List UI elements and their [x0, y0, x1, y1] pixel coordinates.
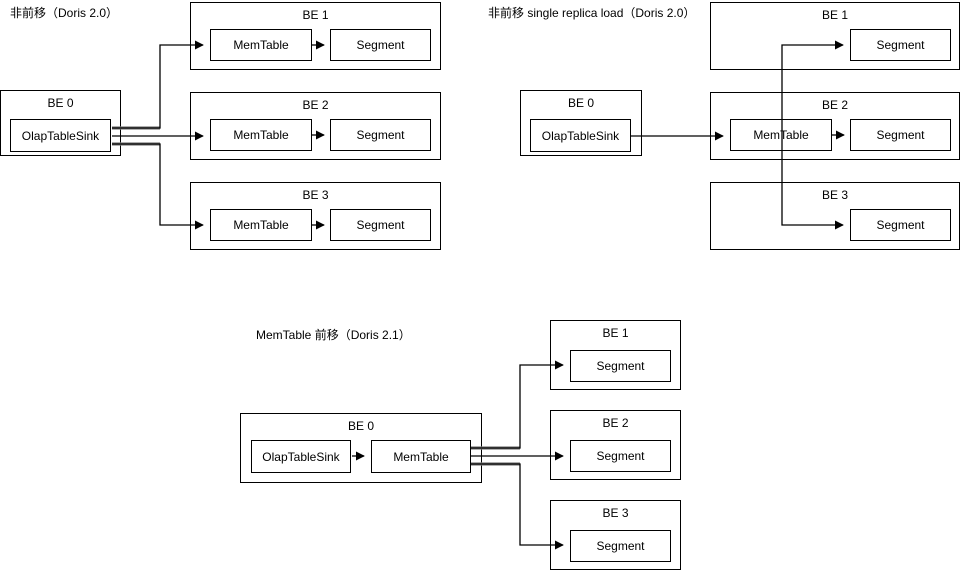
be1-label-right: BE 1: [821, 8, 848, 22]
be2-label-left: BE 2: [302, 98, 329, 112]
be3-segment-node-left[interactable]: Segment: [330, 209, 431, 241]
memtable-node-bottom[interactable]: MemTable: [371, 440, 471, 473]
be1-label-left: BE 1: [302, 8, 329, 22]
olaptablesink-node-right[interactable]: OlapTableSink: [530, 119, 631, 152]
be2-segment-node-right[interactable]: Segment: [850, 119, 951, 151]
diagram-title-bottom: MemTable 前移（Doris 2.1）: [256, 328, 411, 342]
be1-memtable-node-left[interactable]: MemTable: [210, 29, 312, 61]
be3-segment-node-right[interactable]: Segment: [850, 209, 951, 241]
be2-segment-node-bottom[interactable]: Segment: [570, 440, 671, 472]
be3-label-left: BE 3: [302, 188, 329, 202]
be0-label-right: BE 0: [567, 96, 594, 110]
be2-label-bottom: BE 2: [602, 416, 629, 430]
edge-b-memtable-to-be1-segment: [471, 360, 564, 449]
edge-sink-to-be3-memtable: [112, 143, 204, 230]
diagram-title-top-left: 非前移（Doris 2.0）: [10, 6, 119, 20]
be3-label-bottom: BE 3: [602, 506, 629, 520]
be2-memtable-node-left[interactable]: MemTable: [210, 119, 312, 151]
be2-segment-node-left[interactable]: Segment: [330, 119, 431, 151]
olaptablesink-node-bottom[interactable]: OlapTableSink: [251, 440, 351, 473]
edge-b-memtable-to-be3-segment: [471, 463, 564, 550]
be0-label-left: BE 0: [47, 96, 74, 110]
be1-segment-node-left[interactable]: Segment: [330, 29, 431, 61]
be1-segment-node-right[interactable]: Segment: [850, 29, 951, 61]
edge-r-memtable-to-be3-segment: [781, 135, 844, 230]
be1-segment-node-bottom[interactable]: Segment: [570, 350, 671, 382]
be3-label-right: BE 3: [821, 188, 848, 202]
edge-r-memtable-to-be1-segment: [781, 40, 844, 135]
diagram-title-top-right: 非前移 single replica load（Doris 2.0）: [488, 6, 696, 20]
be1-label-bottom: BE 1: [602, 326, 629, 340]
be2-label-right: BE 2: [821, 98, 848, 112]
be3-segment-node-bottom[interactable]: Segment: [570, 530, 671, 562]
be2-memtable-node-right[interactable]: MemTable: [730, 119, 832, 151]
be0-label-bottom: BE 0: [347, 419, 374, 433]
be3-memtable-node-left[interactable]: MemTable: [210, 209, 312, 241]
olaptablesink-node-left[interactable]: OlapTableSink: [10, 119, 111, 152]
edge-sink-to-be1-memtable: [112, 40, 204, 129]
